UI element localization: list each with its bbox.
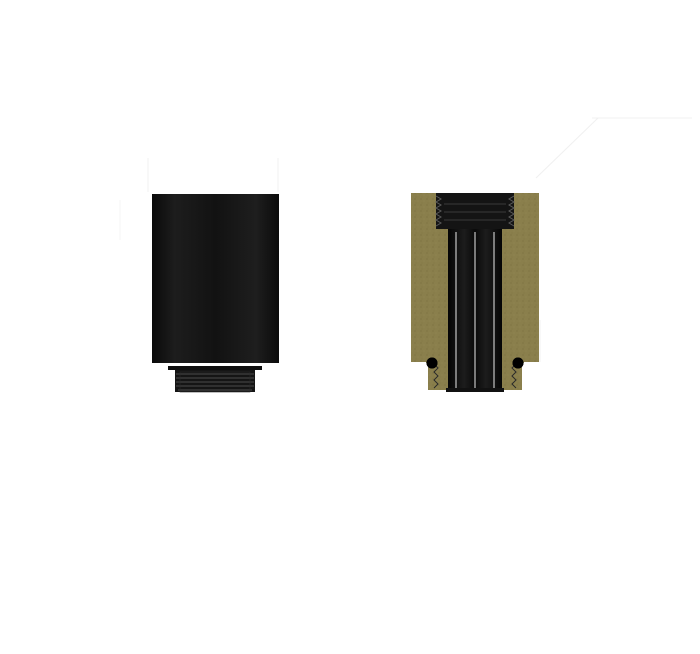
section-female-thread [435,193,515,229]
extension-exterior-view [119,158,279,393]
callout-top-right [535,117,692,179]
exterior-body [152,194,279,363]
exterior-male-thread [168,366,262,393]
section-male-thread [433,363,517,392]
extension-cross-section-view [411,193,541,392]
